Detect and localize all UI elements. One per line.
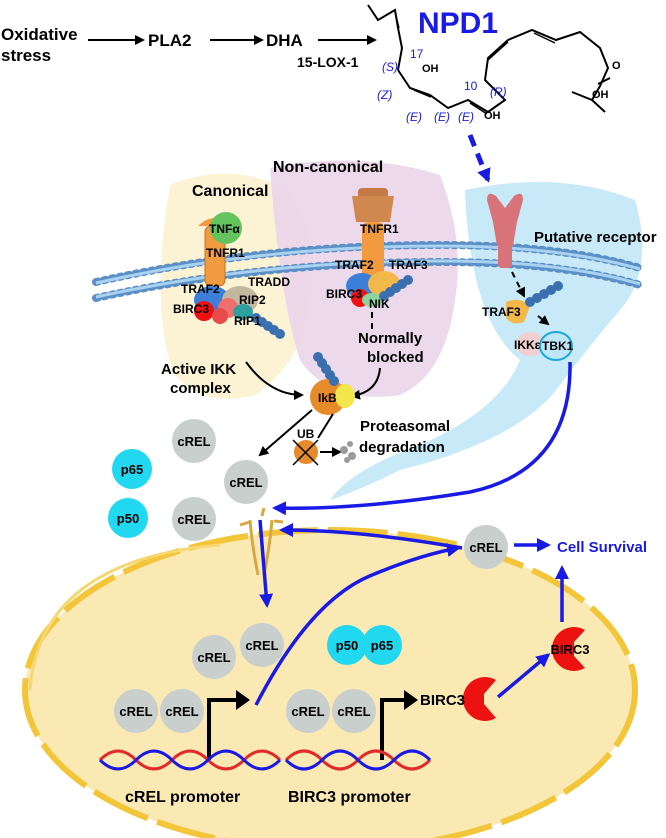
crel-text-3: cREL [177,512,210,527]
traf2-label-canonical: TRAF2 [181,282,220,296]
putative-receptor-label: Putative receptor [534,229,657,246]
carbonyl-o-label: O [612,60,621,72]
non-canonical-label: Non-canonical [273,159,383,176]
crel-node-1 [172,419,216,463]
nuclear-pore [239,507,284,576]
crel-text-4: cREL [469,540,502,555]
pla2-label: PLA2 [148,31,191,50]
putative-receptor [487,193,523,268]
canonical-label: Canonical [192,183,268,200]
dna-crel-promoter [98,749,282,771]
c10-label: 10 [464,79,478,93]
tbk1-label: TBK1 [542,339,574,353]
crel-node-4 [464,525,508,569]
c17-label: 17 [410,47,424,61]
npd1-structure [367,4,611,115]
proteasomal-label-2: degradation [359,439,445,456]
crel-node-6 [240,623,284,667]
crel-node-9 [286,689,330,733]
birc3-promoter-label: BIRC3 promoter [288,789,411,806]
oxidative-stress-label-2: stress [1,46,51,65]
s-config-label: (S) [382,60,398,74]
tnfa-ligand [210,212,242,244]
crel-node-7 [114,689,158,733]
ikke-label: IKKε [514,338,541,352]
nik-label: NIK [369,297,390,311]
birc3-gene-label: BIRC3 [420,692,465,709]
oh10-label: OH [484,110,501,122]
birc3-label-noncanonical: BIRC3 [326,287,362,301]
birc3-protein-survival [551,627,585,671]
crel-text-2: cREL [229,475,262,490]
e-config-label-2: (E) [434,110,450,124]
p50-text-2: p50 [336,638,358,653]
p50-node-2 [327,625,367,665]
tnfr1-label-canonical: TNFR1 [206,246,245,260]
tnfa-label: TNFα [209,222,240,236]
crel-text-6: cREL [245,638,278,653]
active-ikk-label-2: complex [170,380,232,397]
acid-oh-label: OH [592,89,609,101]
z-config-label: (Z) [377,88,392,102]
crel-promoter-label: cREL promoter [125,789,240,806]
dna-birc3-promoter [284,749,432,771]
crel-text-10: cREL [337,704,370,719]
normally-blocked-label-1: Normally [358,330,423,347]
crel-text-7: cREL [119,704,152,719]
tradd-label: TRADD [248,275,290,289]
birc3-protein-gene [462,677,496,722]
oxidative-stress-label: Oxidative [1,25,78,44]
cell-survival-label: Cell Survival [557,539,647,556]
p65-node-1 [112,449,152,489]
traf2-label-noncanonical: TRAF2 [335,258,374,272]
non-canonical-receptor-complex [346,188,413,307]
birc3-label-canonical: BIRC3 [173,302,209,316]
p50-node-1 [108,498,148,538]
dha-label: DHA [266,31,303,50]
ikb-complex [310,352,355,415]
oh17-label: OH [422,63,439,75]
degraded-ikb [292,439,356,466]
canonical-receptor-complex [194,212,285,339]
crel-text-9: cREL [291,704,324,719]
ikb-label: IkB [318,391,337,405]
npd1-title: NPD1 [418,7,498,40]
traf3-label-putative: TRAF3 [482,305,521,319]
traf3-label-noncanonical: TRAF3 [389,258,428,272]
p65-text-1: p65 [121,462,143,477]
rip1-label: RIP1 [234,314,261,328]
tnfr1-label-noncanonical: TNFR1 [360,222,399,236]
crel-node-8 [160,689,204,733]
p65-node-2 [362,625,402,665]
crel-node-2 [224,460,268,504]
e-config-label-3: (E) [458,110,474,124]
crel-node-10 [332,689,376,733]
traf3-tbk1-complex [506,281,573,361]
birc3-protein-label: BIRC3 [550,642,589,657]
r-config-label: (R) [490,85,507,99]
normally-blocked-label-2: blocked [367,349,424,366]
p50-text-1: p50 [117,511,139,526]
proteasomal-label-1: Proteasomal [360,418,450,435]
crel-node-3 [172,497,216,541]
lox-label: 15-LOX-1 [297,54,359,70]
cell-membrane [92,240,644,302]
p65-text-2: p65 [371,638,393,653]
rip2-label: RIP2 [239,293,266,307]
crel-node-5 [192,635,236,679]
ub-label: UB [297,427,315,441]
crel-text-5: cREL [197,650,230,665]
crel-text-8: cREL [165,704,198,719]
active-ikk-label-1: Active IKK [161,361,236,378]
crel-text-1: cREL [177,434,210,449]
putative-region [330,182,643,500]
e-config-label-1: (E) [406,110,422,124]
